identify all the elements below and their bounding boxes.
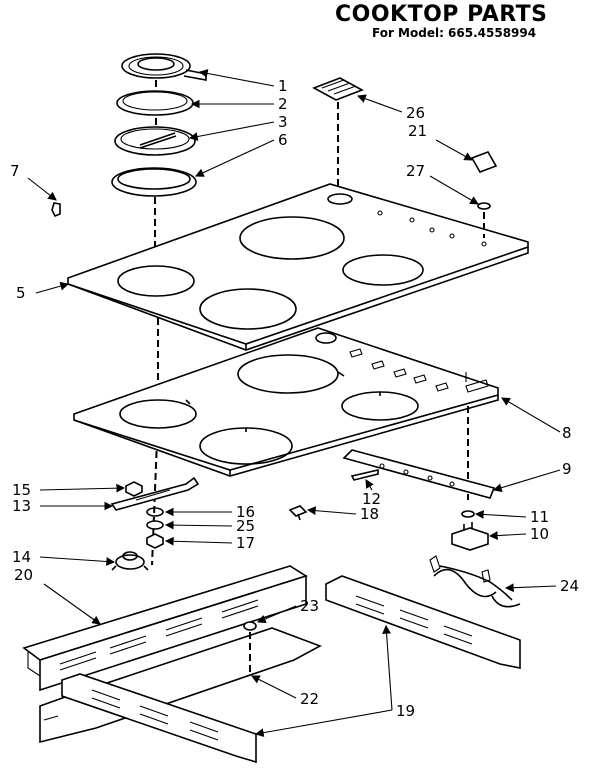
part-washer-small: [461, 510, 475, 518]
part-strap: [110, 476, 200, 511]
part-pan: [114, 126, 196, 156]
part-nut-17: [146, 533, 164, 549]
callout-12: 12: [362, 490, 381, 508]
diagram-title: COOKTOP PARTS: [335, 2, 548, 27]
callout-24: 24: [560, 577, 579, 595]
part-switch: [451, 522, 489, 551]
model-number: For Model: 665.4558994: [372, 26, 537, 40]
callout-17: 17: [236, 534, 255, 552]
callout-10: 10: [530, 525, 549, 543]
part-spring-clip: [350, 468, 379, 481]
callout-9: 9: [562, 460, 572, 478]
callout-14: 14: [12, 548, 31, 566]
callout-19: 19: [396, 702, 415, 720]
part-trim-ring: [111, 167, 197, 197]
callout-3: 3: [278, 113, 288, 131]
callout-13: 13: [12, 497, 31, 515]
callout-26: 26: [406, 104, 425, 122]
part-clip: [51, 202, 61, 218]
part-front-rail: [22, 565, 308, 692]
part-rear-rail-lower: [61, 673, 257, 764]
callout-1: 1: [278, 77, 288, 95]
part-screw-23: [243, 621, 257, 672]
callout-labels: 1 2 3 6 7 5 26 21 27 8 9 12 11 10 15 13 …: [10, 77, 579, 720]
callout-21: 21: [408, 122, 427, 140]
callout-16: 16: [236, 503, 255, 521]
part-rear-rail: [325, 575, 521, 669]
part-cooktop-top: [67, 183, 529, 351]
callout-2: 2: [278, 95, 288, 113]
part-ring: [116, 90, 194, 116]
part-knob: [470, 151, 498, 173]
part-washer-16: [146, 507, 164, 517]
part-spacer-25: [146, 520, 164, 530]
callout-22: 22: [300, 690, 319, 708]
callout-20: 20: [14, 566, 33, 584]
part-element: [121, 53, 207, 81]
callout-8: 8: [562, 424, 572, 442]
part-screw: [288, 505, 308, 521]
callout-23: 23: [300, 597, 319, 615]
callout-18: 18: [360, 505, 379, 523]
callout-27: 27: [406, 162, 425, 180]
part-washer: [477, 202, 491, 210]
part-wire-harness: [429, 555, 521, 608]
callout-6: 6: [278, 131, 288, 149]
part-receptacle: [111, 551, 149, 571]
callout-7: 7: [10, 162, 20, 180]
callout-5: 5: [16, 284, 26, 302]
callout-11: 11: [530, 508, 549, 526]
part-grille: [312, 77, 364, 101]
part-burner-box: [73, 327, 499, 477]
part-nut: [125, 481, 143, 497]
callout-15: 15: [12, 481, 31, 499]
callout-25: 25: [236, 517, 255, 535]
